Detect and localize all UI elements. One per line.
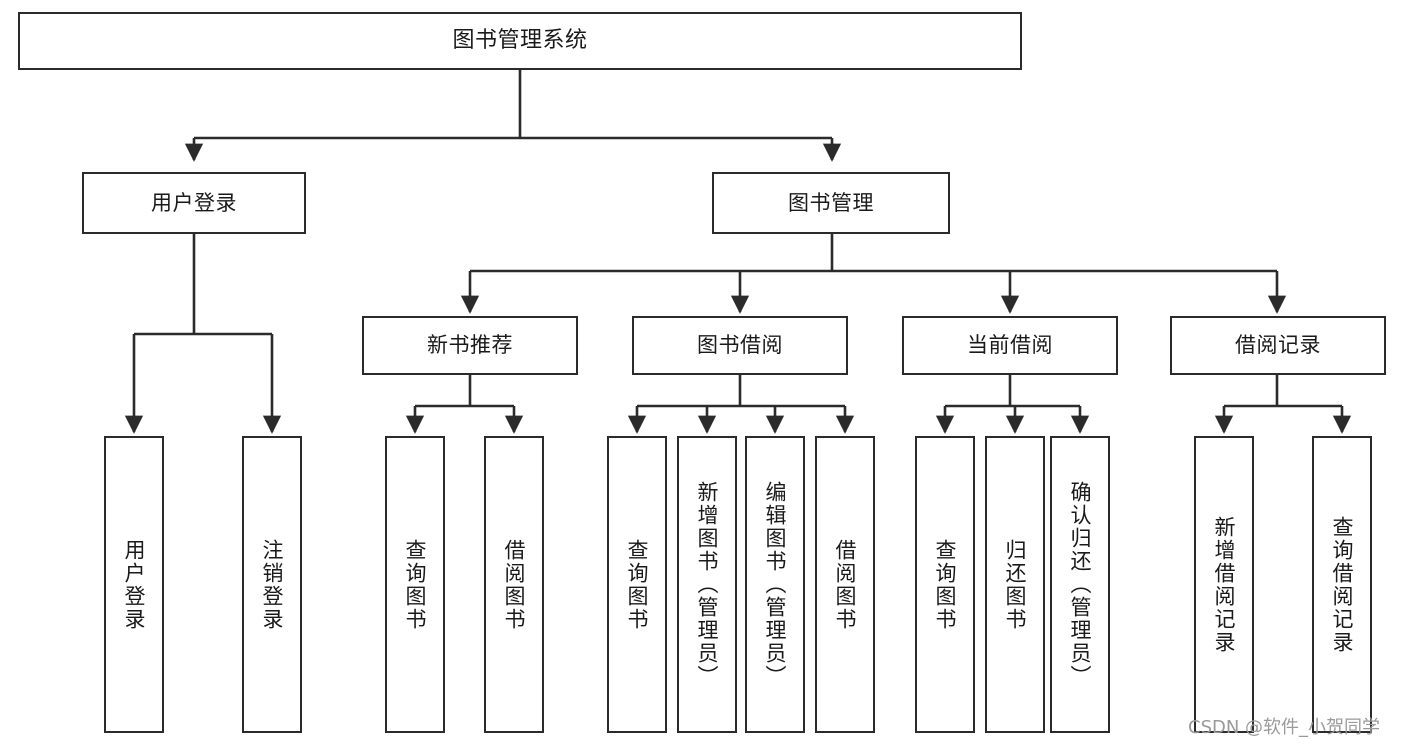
node-label: 新书推荐: [427, 333, 513, 358]
node-label: 注销登录: [260, 538, 285, 631]
node-label: 新增借阅记录: [1212, 515, 1237, 654]
node-label: 查询借阅记录: [1330, 515, 1355, 654]
node-label: 当前借阅: [967, 333, 1053, 358]
node-borrow-record[interactable]: 借阅记录: [1170, 316, 1386, 375]
node-label: 查询图书: [933, 538, 958, 631]
leaf-current-borrow-query-book[interactable]: 查询图书: [915, 436, 975, 733]
node-label: 图书管理: [788, 190, 874, 215]
leaf-user-login-logout[interactable]: 注销登录: [242, 436, 302, 733]
node-label: 编辑图书（管理员）: [763, 481, 788, 688]
leaf-book-borrow-add-book-admin[interactable]: 新增图书（管理员）: [677, 436, 737, 733]
leaf-book-borrow-query-book[interactable]: 查询图书: [607, 436, 667, 733]
node-label: 用户登录: [122, 538, 147, 631]
leaf-borrow-record-add-record[interactable]: 新增借阅记录: [1194, 436, 1254, 733]
node-book-borrow[interactable]: 图书借阅: [632, 316, 848, 375]
leaf-current-borrow-return-book[interactable]: 归还图书: [985, 436, 1045, 733]
node-book-management[interactable]: 图书管理: [712, 172, 950, 234]
leaf-book-borrow-edit-book-admin[interactable]: 编辑图书（管理员）: [745, 436, 805, 733]
node-label: 借阅图书: [833, 538, 858, 631]
node-root-book-management-system[interactable]: 图书管理系统: [18, 12, 1022, 70]
leaf-user-login-login[interactable]: 用户登录: [104, 436, 164, 733]
node-label: 归还图书: [1003, 538, 1028, 631]
node-label: 借阅图书: [502, 538, 527, 631]
node-label: 查询图书: [625, 538, 650, 631]
node-label: 图书管理系统: [452, 28, 588, 54]
node-label: 用户登录: [151, 190, 237, 215]
leaf-borrow-record-query-record[interactable]: 查询借阅记录: [1312, 436, 1372, 733]
node-label: 查询图书: [403, 538, 428, 631]
node-current-borrow[interactable]: 当前借阅: [902, 316, 1118, 375]
leaf-new-book-query-book[interactable]: 查询图书: [385, 436, 445, 733]
node-user-login[interactable]: 用户登录: [82, 172, 306, 234]
leaf-current-borrow-confirm-return-admin[interactable]: 确认归还（管理员）: [1050, 436, 1110, 733]
leaf-new-book-borrow-book[interactable]: 借阅图书: [484, 436, 544, 733]
node-label: 借阅记录: [1235, 333, 1321, 358]
node-label: 新增图书（管理员）: [695, 481, 720, 688]
node-label: 确认归还（管理员）: [1068, 481, 1093, 688]
node-label: 图书借阅: [697, 333, 783, 358]
node-new-book-recommend[interactable]: 新书推荐: [362, 316, 578, 375]
watermark: CSDN @软件_小贺同学: [1188, 717, 1381, 738]
leaf-book-borrow-borrow-book[interactable]: 借阅图书: [815, 436, 875, 733]
